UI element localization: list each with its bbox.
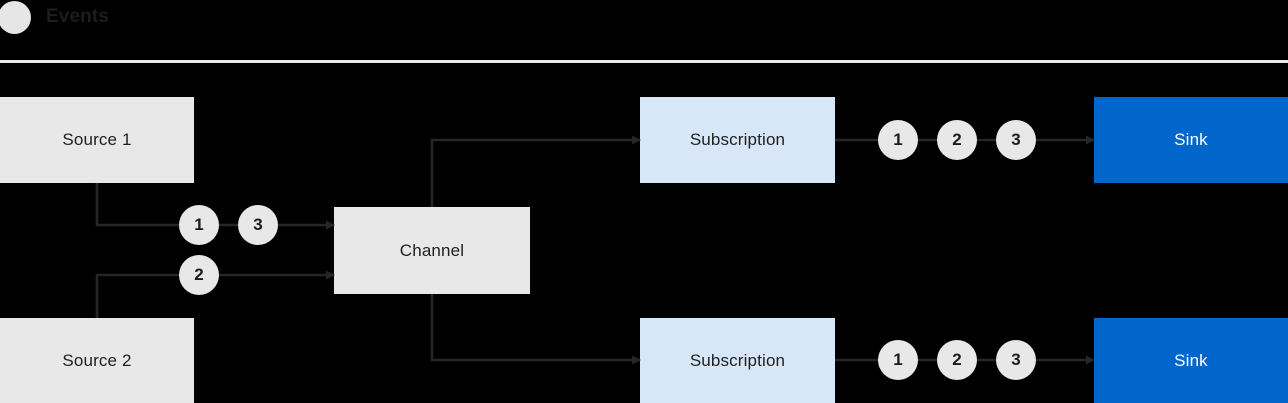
event-token-egress-top-3[interactable]: 3 [996,120,1036,160]
node-source-2[interactable]: Source 2 [0,318,194,403]
node-subscription-top-label: Subscription [689,130,786,149]
event-token-label: 2 [952,350,962,369]
event-token-label: 3 [1011,350,1021,369]
event-token-label: 3 [253,215,263,234]
event-token-ingress-bottom-2[interactable]: 2 [179,255,219,295]
node-subscription-bottom[interactable]: Subscription [640,318,835,403]
node-subscription-top[interactable]: Subscription [640,97,835,183]
event-token-label: 2 [952,130,962,149]
node-source-2-label: Source 2 [62,350,132,370]
event-token-egress-bottom-2[interactable]: 2 [937,340,977,380]
event-token-ingress-top-3[interactable]: 3 [238,205,278,245]
event-token-egress-top-1[interactable]: 1 [878,120,918,160]
node-subscription-bottom-label: Subscription [689,350,786,370]
event-token-label: 1 [194,215,204,234]
event-token-label: 1 [893,130,903,149]
event-dot-icon [0,1,31,34]
edge-channel-to-subscription-top [430,135,641,207]
node-channel-label: Channel [399,240,465,260]
node-sink-top[interactable]: Sink [1094,97,1288,183]
node-sink-bottom[interactable]: Sink [1094,318,1288,403]
event-token-egress-bottom-3[interactable]: 3 [996,340,1036,380]
legend: Events [0,0,400,40]
node-source-1[interactable]: Source 1 [0,97,194,183]
header-divider [0,60,1288,63]
edge-channel-to-subscription-bottom [430,294,641,365]
node-sink-top-label: Sink [1174,130,1208,149]
event-token-egress-top-2[interactable]: 2 [937,120,977,160]
legend-label: Events [46,6,109,27]
event-token-ingress-top-1[interactable]: 1 [179,205,219,245]
node-channel[interactable]: Channel [334,207,530,294]
event-token-label: 3 [1011,130,1021,149]
node-source-1-label: Source 1 [62,130,132,149]
node-sink-bottom-label: Sink [1174,350,1208,370]
event-token-egress-bottom-1[interactable]: 1 [878,340,918,380]
event-token-label: 2 [194,265,204,284]
event-token-label: 1 [893,350,903,369]
